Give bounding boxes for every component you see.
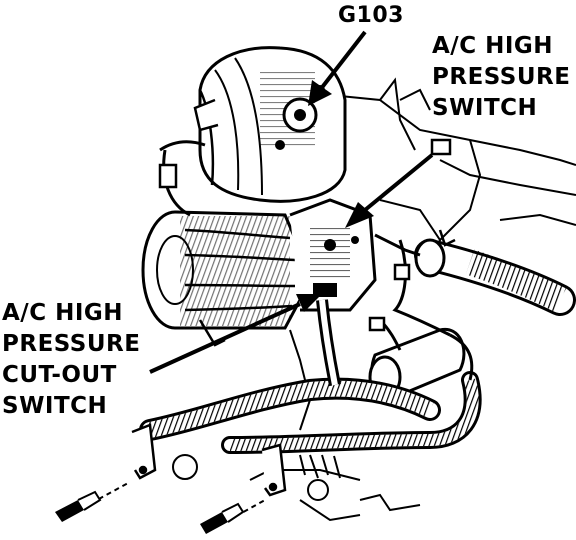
bolt-left (55, 481, 131, 522)
label-g103: G103 (338, 0, 404, 31)
label-g103-text: G103 (338, 3, 404, 28)
alternator (193, 46, 347, 203)
label-ac-high-pressure-cutout-switch: A/C HIGH PRESSURE CUT-OUT SWITCH (2, 298, 140, 422)
wiring-harness (139, 138, 482, 479)
label-ac-high-pressure-switch: A/C HIGH PRESSURE SWITCH (432, 31, 570, 124)
leader-arrow-high-pressure-switch (345, 153, 434, 228)
ac-compressor (141, 198, 377, 347)
label-line: CUT-OUT (2, 362, 117, 388)
label-line: PRESSURE (2, 331, 141, 357)
label-line: A/C HIGH (432, 33, 554, 59)
harness-brackets (131, 423, 287, 497)
label-line: PRESSURE (432, 64, 571, 90)
label-line: SWITCH (2, 393, 108, 419)
leader-arrow-g103 (308, 30, 367, 106)
label-line: A/C HIGH (2, 300, 124, 326)
bolt-right (200, 499, 266, 534)
leader-arrow-cutout-switch (149, 294, 322, 374)
refrigerant-hose (374, 229, 576, 316)
engine-block (172, 77, 576, 522)
label-line: SWITCH (432, 95, 538, 121)
